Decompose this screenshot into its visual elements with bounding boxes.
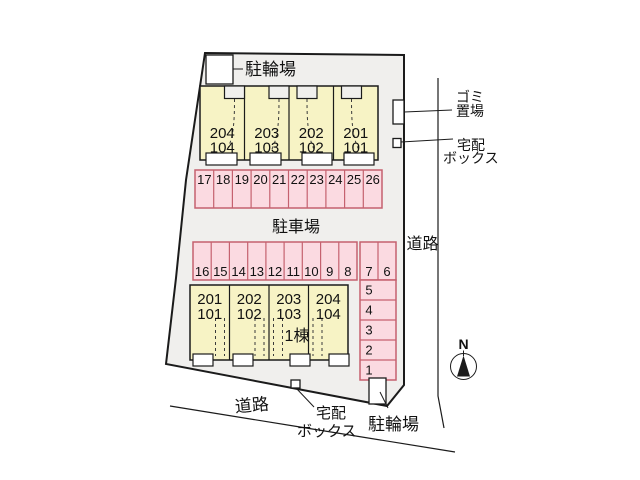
- garbage-area: ゴミ 置場: [392, 89, 484, 125]
- unit-label: 102: [237, 306, 262, 323]
- stall-number: 1: [365, 363, 372, 378]
- stall-number: 11: [286, 264, 300, 279]
- parking-row-lower-dividers: [210, 242, 340, 280]
- stall-number: 26: [365, 172, 379, 187]
- bicycle-parking-top-box: [205, 54, 234, 85]
- road-line-right: [437, 78, 445, 429]
- road-line-bottom: [169, 405, 456, 453]
- parking-column-right: 5 4 3 2 1: [359, 279, 397, 381]
- delivery-box-right-box: [392, 137, 402, 149]
- unit-label: 102: [299, 140, 324, 157]
- north-label: N: [458, 336, 468, 352]
- unit-label: 103: [276, 306, 301, 323]
- stall-number: 6: [383, 264, 390, 279]
- parking-lot-label: 駐車場: [272, 218, 320, 236]
- garbage-label-line1: ゴミ: [456, 89, 484, 105]
- unit-label: 103: [254, 140, 279, 157]
- unit-label: 104: [316, 306, 341, 323]
- building-bottom-entrances: [192, 353, 350, 367]
- stall-number: 22: [291, 172, 305, 187]
- building-bottom-stair-dashes: [215, 318, 323, 356]
- bicycle-bottom-label: 駐輪場: [368, 415, 419, 434]
- stall-number: 7: [365, 264, 372, 279]
- parking-row-lower-numbers: 16 15 14 13 12 11 10 9 8: [195, 264, 352, 279]
- building-bottom-dividers: [228, 285, 310, 360]
- parking-row-lower-outline: [192, 241, 358, 281]
- stall-number: 19: [235, 172, 249, 187]
- building-top-unit-labels: 204 104 203 103 202 102 201 101: [210, 125, 369, 157]
- building-top-entrances: [205, 152, 375, 166]
- garbage-box: [392, 99, 405, 125]
- stall-number: 17: [197, 172, 211, 187]
- parking-column-right-outline: [359, 279, 397, 381]
- delivery-box-bottom: 宅配 ボックス: [290, 379, 357, 440]
- bicycle-parking-bottom: 駐輪場: [368, 377, 419, 434]
- north-needle-icon: [457, 355, 470, 377]
- stall-number: 14: [231, 264, 245, 279]
- parking-column-numbers: 5 4 3 2 1: [365, 283, 372, 378]
- building-top: 204 104 203 103 202 102 201 101: [199, 85, 379, 166]
- stall-number: 2: [365, 343, 372, 358]
- unit-label: 204: [210, 125, 235, 142]
- delivery-bottom-label-line1: 宅配: [316, 405, 346, 422]
- stall-number: 15: [213, 264, 227, 279]
- parking-row-upper: 17 18 19 20 21 22 23 24 25 26: [194, 169, 383, 209]
- stall-number: 23: [309, 172, 323, 187]
- delivery-bottom-leader-line: [295, 387, 315, 408]
- building-bottom: 201 101 202 102 203 103 204 104 1棟: [189, 284, 350, 367]
- road-right-label: 道路: [406, 235, 438, 253]
- building-bottom-unit-labels: 201 101 202 102 203 103 204 104 1棟: [197, 291, 341, 345]
- bicycle-bottom-leader-line: [379, 391, 389, 409]
- bicycle-parking-bottom-box: [368, 377, 387, 405]
- stall-number: 21: [272, 172, 286, 187]
- bicycle-parking-top: 駐輪場: [205, 54, 296, 85]
- unit-label: 203: [254, 125, 279, 142]
- stall-number: 18: [216, 172, 230, 187]
- delivery-right-leader-line: [400, 138, 454, 143]
- building-top-notches: [223, 85, 363, 100]
- stall-number: 9: [326, 264, 333, 279]
- unit-label: 201: [197, 291, 222, 308]
- building-name-label: 1棟: [285, 327, 310, 345]
- road-bottom-label: 道路: [234, 395, 270, 417]
- stall-number: 3: [365, 323, 372, 338]
- parking-row-lower-right: 7 6: [359, 241, 397, 281]
- parking-column-dividers: [360, 299, 396, 361]
- stall-number: 25: [347, 172, 361, 187]
- stall-number: 5: [365, 283, 372, 298]
- north-compass-circle: [450, 353, 477, 380]
- parking-row-upper-dividers: [213, 170, 364, 208]
- delivery-box-right: 宅配 ボックス: [392, 137, 499, 166]
- stall-number: 4: [365, 303, 372, 318]
- unit-label: 201: [343, 125, 368, 142]
- stall-number: 8: [344, 264, 351, 279]
- garbage-leader-line: [403, 109, 453, 113]
- garbage-label-line2: 置場: [456, 103, 484, 119]
- delivery-right-label-line2: ボックス: [443, 150, 499, 166]
- unit-label: 101: [197, 306, 222, 323]
- unit-label: 203: [276, 291, 301, 308]
- stall-number: 24: [328, 172, 342, 187]
- unit-label: 202: [299, 125, 324, 142]
- stall-number: 20: [253, 172, 267, 187]
- north-compass: N: [450, 336, 477, 380]
- unit-label: 202: [237, 291, 262, 308]
- stall-number: 12: [268, 264, 282, 279]
- stall-number: 10: [304, 264, 318, 279]
- delivery-right-label-line1: 宅配: [457, 137, 485, 153]
- delivery-box-bottom-box: [290, 379, 301, 389]
- unit-label: 104: [210, 140, 235, 157]
- parking-row-upper-numbers: 17 18 19 20 21 22 23 24 25 26: [197, 172, 380, 187]
- delivery-bottom-label-line2: ボックス: [297, 423, 357, 440]
- stall-number: 16: [195, 264, 209, 279]
- stall-number: 13: [250, 264, 264, 279]
- unit-label: 101: [343, 140, 368, 157]
- parking-row-lower: 16 15 14 13 12 11 10 9 8: [192, 241, 358, 281]
- unit-label: 204: [316, 291, 341, 308]
- bicycle-top-label: 駐輪場: [245, 60, 296, 79]
